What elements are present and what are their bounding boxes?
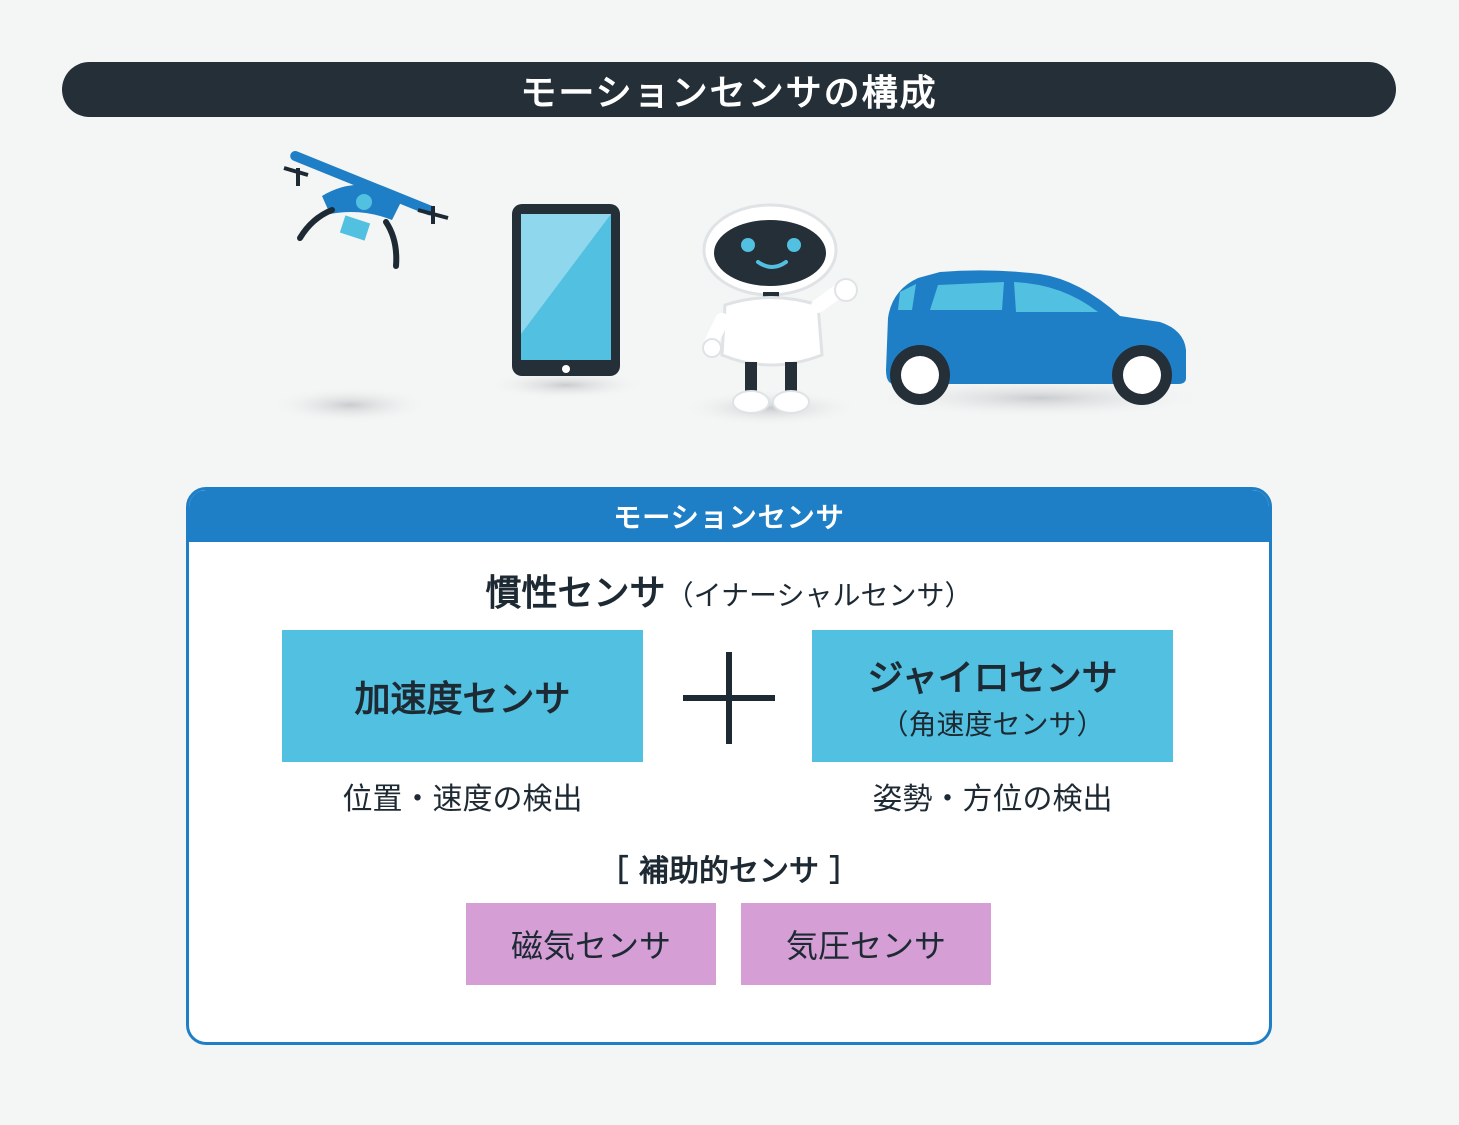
aux-sensor-title: ［ 補助的センサ ］ (598, 854, 860, 889)
inertial-sensor-title: 慣性センサ（イナーシャルセンサ） (189, 564, 1269, 616)
gyro-sensor-box: ジャイロセンサ （角速度センサ） (812, 630, 1173, 762)
gyro-caption: 姿勢・方位の検出 (872, 782, 1113, 817)
robot-icon (680, 203, 860, 426)
barometric-sensor-box: 気圧センサ (741, 903, 991, 985)
gyro-sublabel: （角速度センサ） (880, 708, 1105, 741)
inertial-title-main: 慣性センサ (485, 573, 666, 614)
plus-icon (683, 652, 775, 744)
magnetic-sensor-box: 磁気センサ (466, 903, 716, 985)
devices-illustration (270, 151, 1210, 426)
car-icon (870, 270, 1210, 418)
motion-sensor-panel: モーションセンサ 慣性センサ（イナーシャルセンサ） 加速度センサ ジャイロセンサ… (186, 487, 1272, 1045)
accelerometer-label: 加速度センサ (354, 679, 571, 720)
gyro-label: ジャイロセンサ (867, 658, 1118, 699)
accelerometer-box: 加速度センサ (282, 630, 643, 762)
drone-icon (270, 151, 449, 423)
accelerometer-caption: 位置・速度の検出 (342, 782, 583, 817)
panel-header: モーションセンサ (189, 490, 1269, 542)
page-title: モーションセンサの構成 (62, 62, 1396, 117)
tablet-icon (486, 204, 646, 399)
inertial-title-sub: （イナーシャルセンサ） (665, 579, 973, 612)
